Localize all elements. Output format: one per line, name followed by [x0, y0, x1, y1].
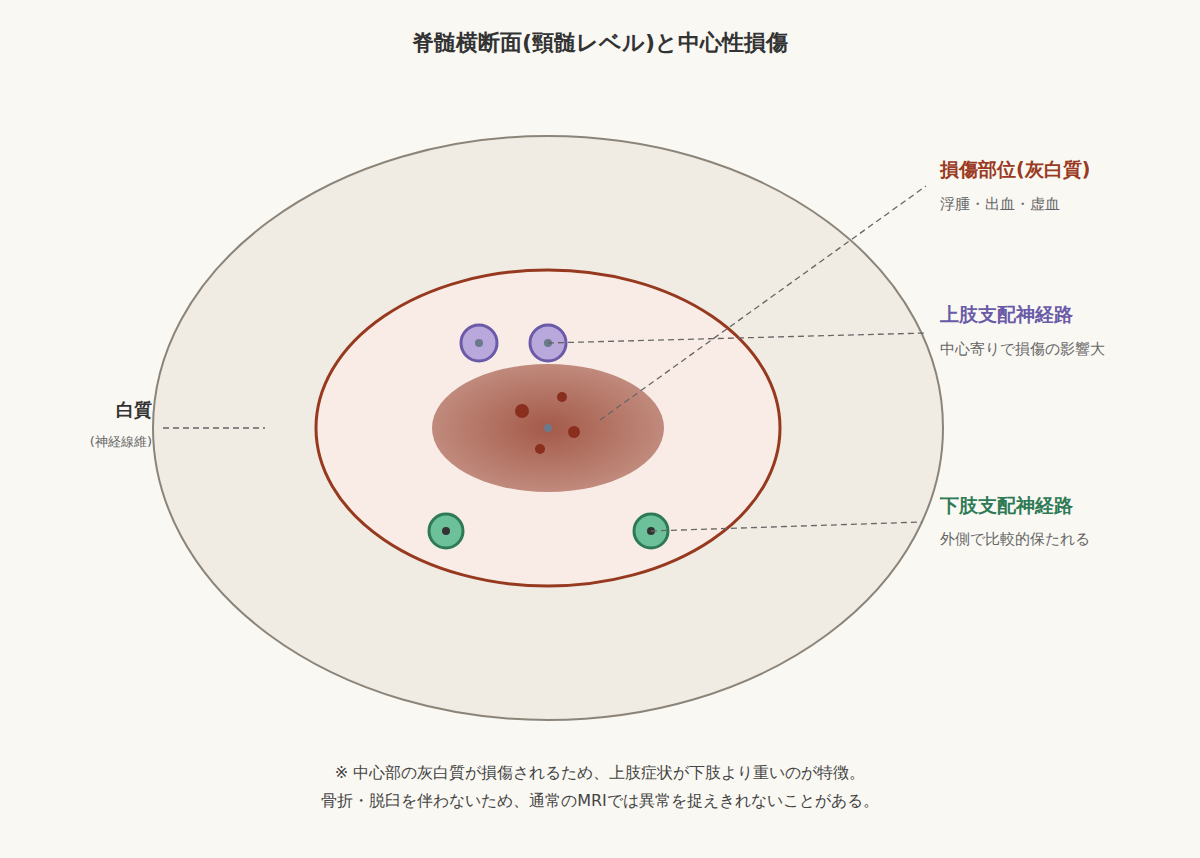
footnote: 骨折・脱臼を伴わないため、通常のMRIでは異常を捉えきれないことがある。	[321, 791, 879, 810]
callout-text: 外側で比較的保たれる	[940, 530, 1090, 548]
callout-text: 中心寄りで損傷の影響大	[940, 340, 1105, 358]
leader-lines	[163, 186, 926, 531]
region-sublabel: (神経線維)	[90, 434, 152, 450]
footnote: ※ 中心部の灰白質が損傷されるため、上肢症状が下肢より重いのが特徴。	[335, 763, 866, 782]
callout-text: 浮腫・出血・虚血	[940, 195, 1060, 213]
gray-matter	[316, 270, 780, 586]
callout-heading: 下肢支配神経路	[940, 494, 1073, 517]
callout-heading: 上肢支配神経路	[940, 303, 1073, 326]
white-matter	[153, 136, 943, 720]
diagram-title: 脊髄横断面(頸髄レベル)と中心性損傷	[0, 30, 1200, 56]
central-canal	[544, 424, 552, 432]
hemorrhage-dot	[568, 426, 580, 438]
lower-limb-tracts	[429, 514, 668, 548]
hemorrhage-dot	[535, 444, 545, 454]
region-label: 白質	[116, 399, 152, 421]
lesion-area	[432, 364, 664, 492]
hemorrhage-dot	[515, 404, 529, 418]
callout-heading: 損傷部位(灰白質)	[940, 158, 1090, 181]
hemorrhage-dot	[557, 392, 567, 402]
